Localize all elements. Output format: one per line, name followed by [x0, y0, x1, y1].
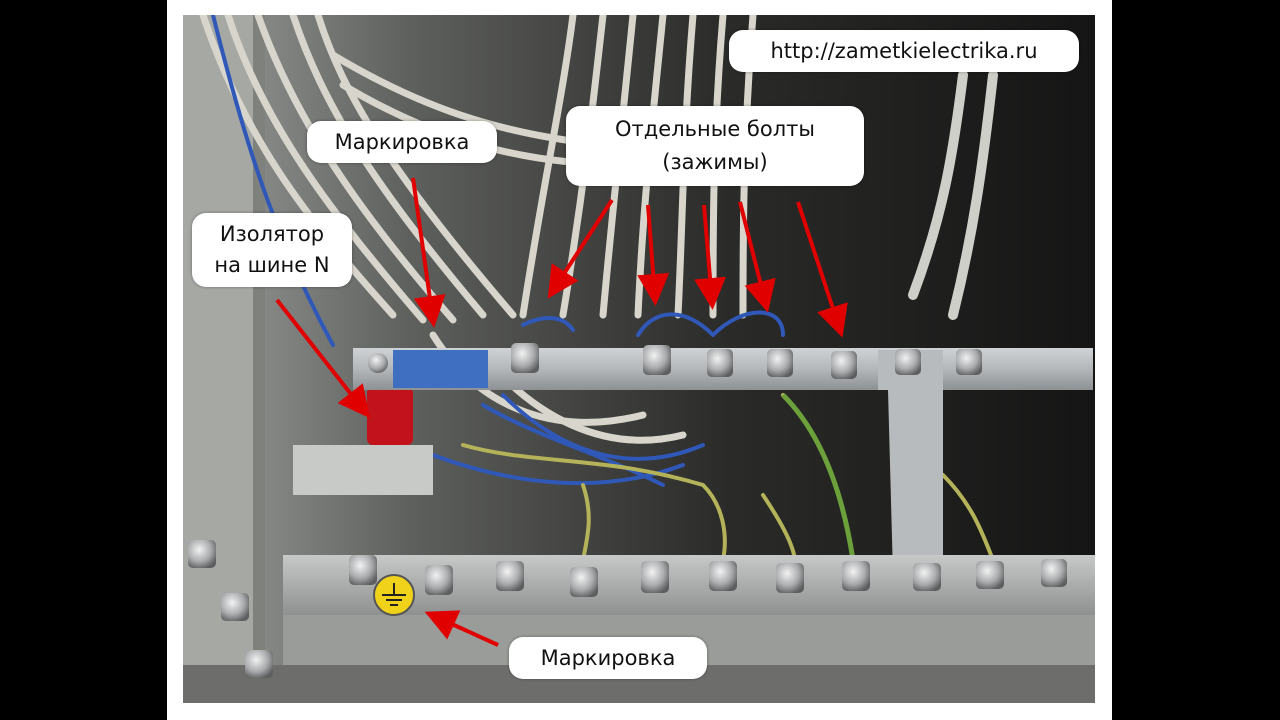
blue-marking [393, 350, 488, 388]
marking-top-label: Маркировка [307, 121, 497, 163]
bottom-bolts [188, 540, 1067, 678]
marking-bottom-label: Маркировка [509, 637, 707, 679]
insulator [367, 387, 413, 445]
ground-marking-icon [373, 574, 415, 616]
ground-busbar [283, 555, 1095, 617]
website-url-label: http://zametkielectrika.ru [729, 30, 1079, 72]
separate-bolts-label: Отдельные болты (зажимы) [566, 106, 864, 186]
insulator-label: Изолятор на шине N [192, 213, 352, 287]
top-bolts [368, 343, 982, 379]
